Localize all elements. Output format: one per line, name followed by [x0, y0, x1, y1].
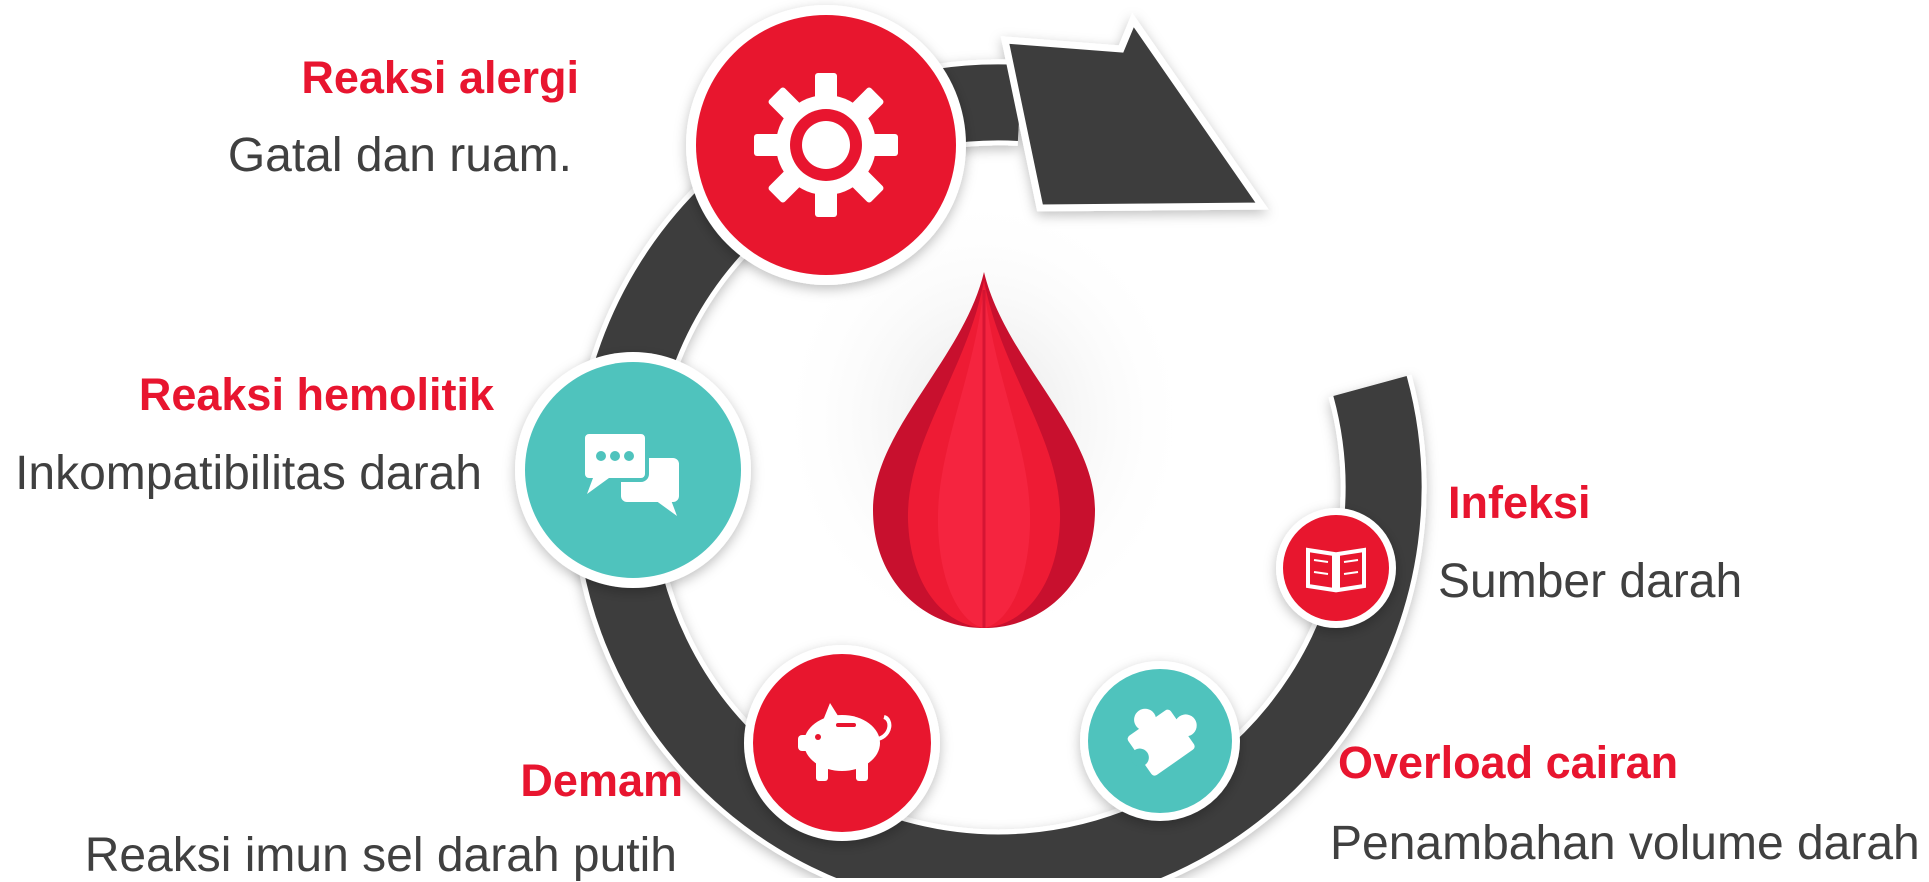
desc-infeksi: Sumber darah — [1438, 555, 1743, 608]
desc-overload-cairan: Penambahan volume darah — [1330, 817, 1920, 870]
book-icon — [1306, 547, 1366, 593]
puzzle-piece-icon — [1127, 708, 1197, 776]
title-reaksi-alergi: Reaksi alergi — [301, 52, 579, 103]
desc-demam: Reaksi imun sel darah putih — [84, 829, 677, 882]
title-demam: Demam — [520, 755, 683, 806]
gear-icon — [754, 73, 898, 217]
desc-reaksi-hemolitik: Inkompatibilitas darah — [15, 447, 482, 500]
desc-reaksi-alergi: Gatal dan ruam. — [227, 129, 572, 182]
blood-drop-icon — [774, 190, 1194, 650]
chat-bubbles-icon — [581, 430, 679, 516]
title-overload-cairan: Overload cairan — [1338, 737, 1679, 788]
piggy-bank-icon — [798, 703, 892, 781]
title-reaksi-hemolitik: Reaksi hemolitik — [138, 369, 494, 420]
title-infeksi: Infeksi — [1448, 477, 1591, 528]
